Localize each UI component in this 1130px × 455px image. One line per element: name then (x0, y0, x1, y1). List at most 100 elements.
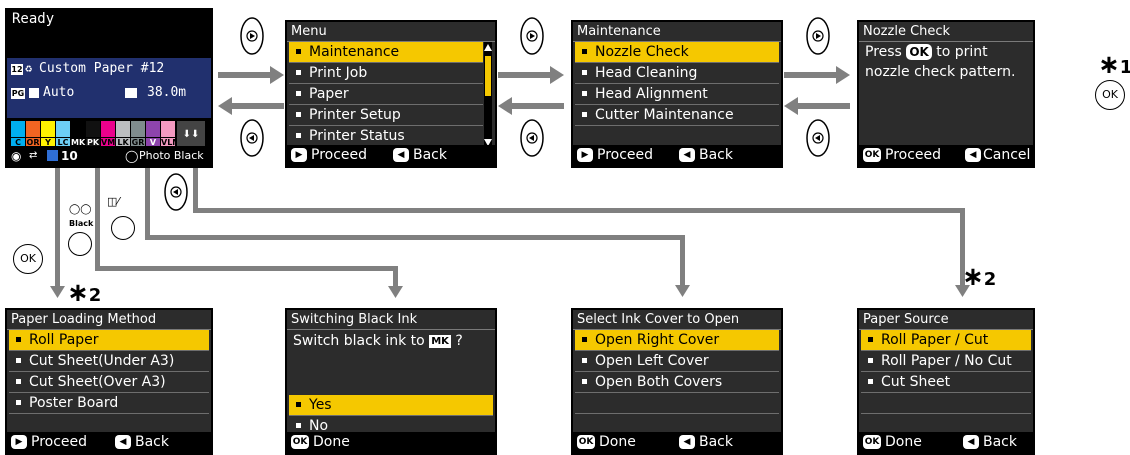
arrow-left-3-head (784, 97, 798, 115)
bullet-icon (582, 112, 587, 117)
menu-item-label: No (309, 418, 329, 434)
switch-black-title: Switching Black Ink (287, 310, 495, 330)
paper-source-item-roll-nocut[interactable]: Roll Paper / No Cut (861, 351, 1031, 372)
menu-item-label: Open Right Cover (595, 332, 720, 348)
arrow-left-3-shaft (798, 103, 850, 109)
ink-cartridge-pk (86, 121, 100, 137)
nozzle-footer: OK Proceed ◀ Cancel (859, 145, 1033, 166)
right-arrow-button-icon (520, 17, 544, 55)
maintenance-title: Maintenance (573, 22, 781, 42)
switch-black-ink-screen: Switching Black Ink Switch black ink to … (285, 308, 497, 455)
menu-item-label: Head Alignment (595, 86, 708, 102)
arrow-left-2-head (498, 97, 512, 115)
paper-name: Custom Paper #12 (39, 61, 165, 76)
bullet-icon (16, 400, 21, 405)
menu-footer: ▶ Proceed ◀ Back (287, 145, 495, 166)
bullet-icon (868, 379, 873, 384)
bullet-icon (296, 91, 301, 96)
arrow-right-3-head (836, 66, 850, 84)
note-star-3: ∗2 (962, 264, 996, 293)
paper-loading-item-cut-over[interactable]: Cut Sheet(Over A3) (9, 372, 209, 393)
ink-label: VM (101, 138, 116, 148)
right-button-icon: ▶ (11, 435, 27, 449)
connector-ink-cover-1 (145, 168, 150, 238)
paper-source-item-roll-cut[interactable]: Roll Paper / Cut (861, 330, 1031, 351)
ink-cover-button (111, 216, 135, 240)
arrow-down-paper-source (955, 285, 970, 297)
maintenance-item-head-cleaning[interactable]: Head Cleaning (575, 63, 779, 84)
ok-button-icon: OK (291, 435, 309, 449)
menu-item-label: Open Left Cover (595, 353, 709, 369)
menu-title: Menu (287, 22, 495, 42)
platen-gap-value: Auto (43, 85, 75, 100)
maintenance-item-cutter[interactable]: Cutter Maintenance (575, 105, 779, 126)
ink-cartridge-or (26, 121, 40, 137)
ink-label: V (146, 138, 160, 148)
footer-back: Back (135, 434, 169, 450)
paper-loading-footer: ▶ Proceed ◀ Back (7, 432, 211, 453)
paper-loading-item-cut-under[interactable]: Cut Sheet(Under A3) (9, 351, 209, 372)
footer-done: Done (313, 434, 350, 450)
cleaning-icon (47, 150, 58, 161)
paper-type-icon: ♻ (25, 61, 33, 75)
connector-ink-cover-3 (680, 235, 685, 285)
note-star-symbol: ∗ (67, 278, 89, 308)
menu-item-label: Nozzle Check (595, 44, 689, 60)
ready-status: Ready (12, 11, 55, 27)
maintenance-item-nozzle-check[interactable]: Nozzle Check (575, 42, 779, 63)
menu-item-label: Open Both Covers (595, 374, 723, 390)
note-star-1: ∗1 (1098, 52, 1130, 81)
nozzle-instruction-line1: Press OK to print (865, 43, 988, 62)
switch-black-yes[interactable]: Yes (289, 395, 493, 416)
maintenance-box-icon: ◉ (11, 149, 22, 163)
right-button-icon: ▶ (291, 148, 307, 162)
ink-label: OR (26, 138, 40, 148)
nozzle-title: Nozzle Check (859, 22, 1033, 42)
paper-source-empty-row (861, 393, 1031, 414)
menu-item-label: Roll Paper / Cut (881, 332, 989, 348)
footer-proceed: Proceed (597, 147, 654, 163)
footer-cancel: Cancel (983, 147, 1031, 163)
ink-cover-footer: OK Done ◀ Back (573, 432, 781, 453)
paper-source-screen: Paper Source Roll Paper / Cut Roll Paper… (857, 308, 1035, 455)
paper-loading-item-roll[interactable]: Roll Paper (9, 330, 209, 351)
paper-loading-item-poster[interactable]: Poster Board (9, 393, 209, 414)
left-arrow-button-icon (520, 119, 544, 157)
arrow-right-1-head (270, 66, 284, 84)
left-button-icon: ◀ (393, 148, 409, 162)
ink-cover-item-both[interactable]: Open Both Covers (575, 372, 779, 393)
menu-item-printer-setup[interactable]: Printer Setup (289, 105, 483, 126)
menu-item-print-job[interactable]: Print Job (289, 63, 483, 84)
instruction-text: Press (865, 44, 902, 60)
ink-cartridge-c (11, 121, 25, 137)
menu-scrollbar[interactable] (484, 42, 492, 148)
ink-cartridge-vm (101, 121, 115, 137)
menu-item-maintenance[interactable]: Maintenance (289, 42, 483, 63)
menu-item-label: Cut Sheet(Under A3) (29, 353, 175, 369)
footer-proceed: Proceed (885, 147, 942, 163)
ready-status-bar: ◉ ⇄ 10 ◯ Photo Black (7, 146, 211, 166)
menu-item-paper[interactable]: Paper (289, 84, 483, 105)
instruction-text: to print (936, 44, 988, 60)
ink-cover-item-left[interactable]: Open Left Cover (575, 351, 779, 372)
menu-item-label: Head Cleaning (595, 65, 698, 81)
scroll-thumb[interactable] (485, 56, 491, 96)
ok-button-icon: OK (1095, 80, 1125, 110)
ink-label: Y (41, 138, 55, 148)
paper-source-item-cut-sheet[interactable]: Cut Sheet (861, 372, 1031, 393)
arrow-left-1-shaft (232, 103, 284, 109)
menu-item-label: Cut Sheet(Over A3) (29, 374, 166, 390)
bullet-icon (582, 91, 587, 96)
bullet-icon (16, 379, 21, 384)
note-star-symbol: ∗ (1098, 50, 1120, 80)
arrow-down-ink-cover (675, 285, 690, 297)
bullet-icon (582, 358, 587, 363)
ink-cartridge-v (146, 121, 160, 137)
menu-item-printer-status[interactable]: Printer Status (289, 126, 483, 147)
menu-item-label: Yes (309, 397, 332, 413)
prompt-text: ? (455, 333, 463, 349)
maintenance-item-head-alignment[interactable]: Head Alignment (575, 84, 779, 105)
ink-cover-item-right[interactable]: Open Right Cover (575, 330, 779, 351)
left-arrow-button-icon (806, 119, 830, 157)
